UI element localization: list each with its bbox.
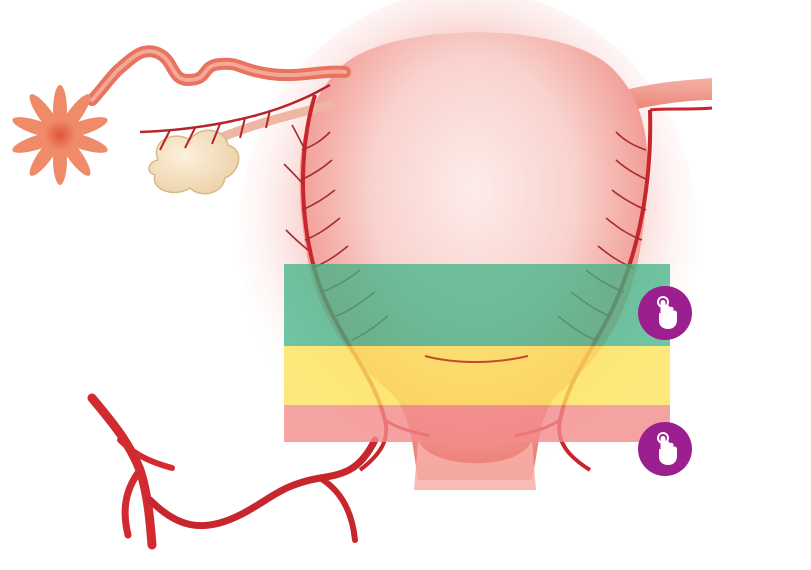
- hotspot-lower-button[interactable]: [637, 421, 693, 477]
- internal-os-line: [424, 355, 529, 363]
- ovarian-ligament: [210, 100, 335, 145]
- tap-hand-icon: [657, 296, 677, 329]
- tap-hand-icon: [657, 432, 677, 465]
- cervix: [414, 440, 536, 490]
- right-fallopian-tube: [620, 78, 712, 112]
- middle-zone: [284, 346, 670, 405]
- lower-zone: [284, 405, 670, 442]
- uterine-artery-origin: [146, 436, 379, 530]
- upper-zone: [284, 264, 670, 346]
- ovarian-artery: [139, 83, 331, 134]
- hotspot-upper-button[interactable]: [637, 285, 693, 341]
- fimbriae: [12, 85, 108, 185]
- ovary: [148, 129, 240, 195]
